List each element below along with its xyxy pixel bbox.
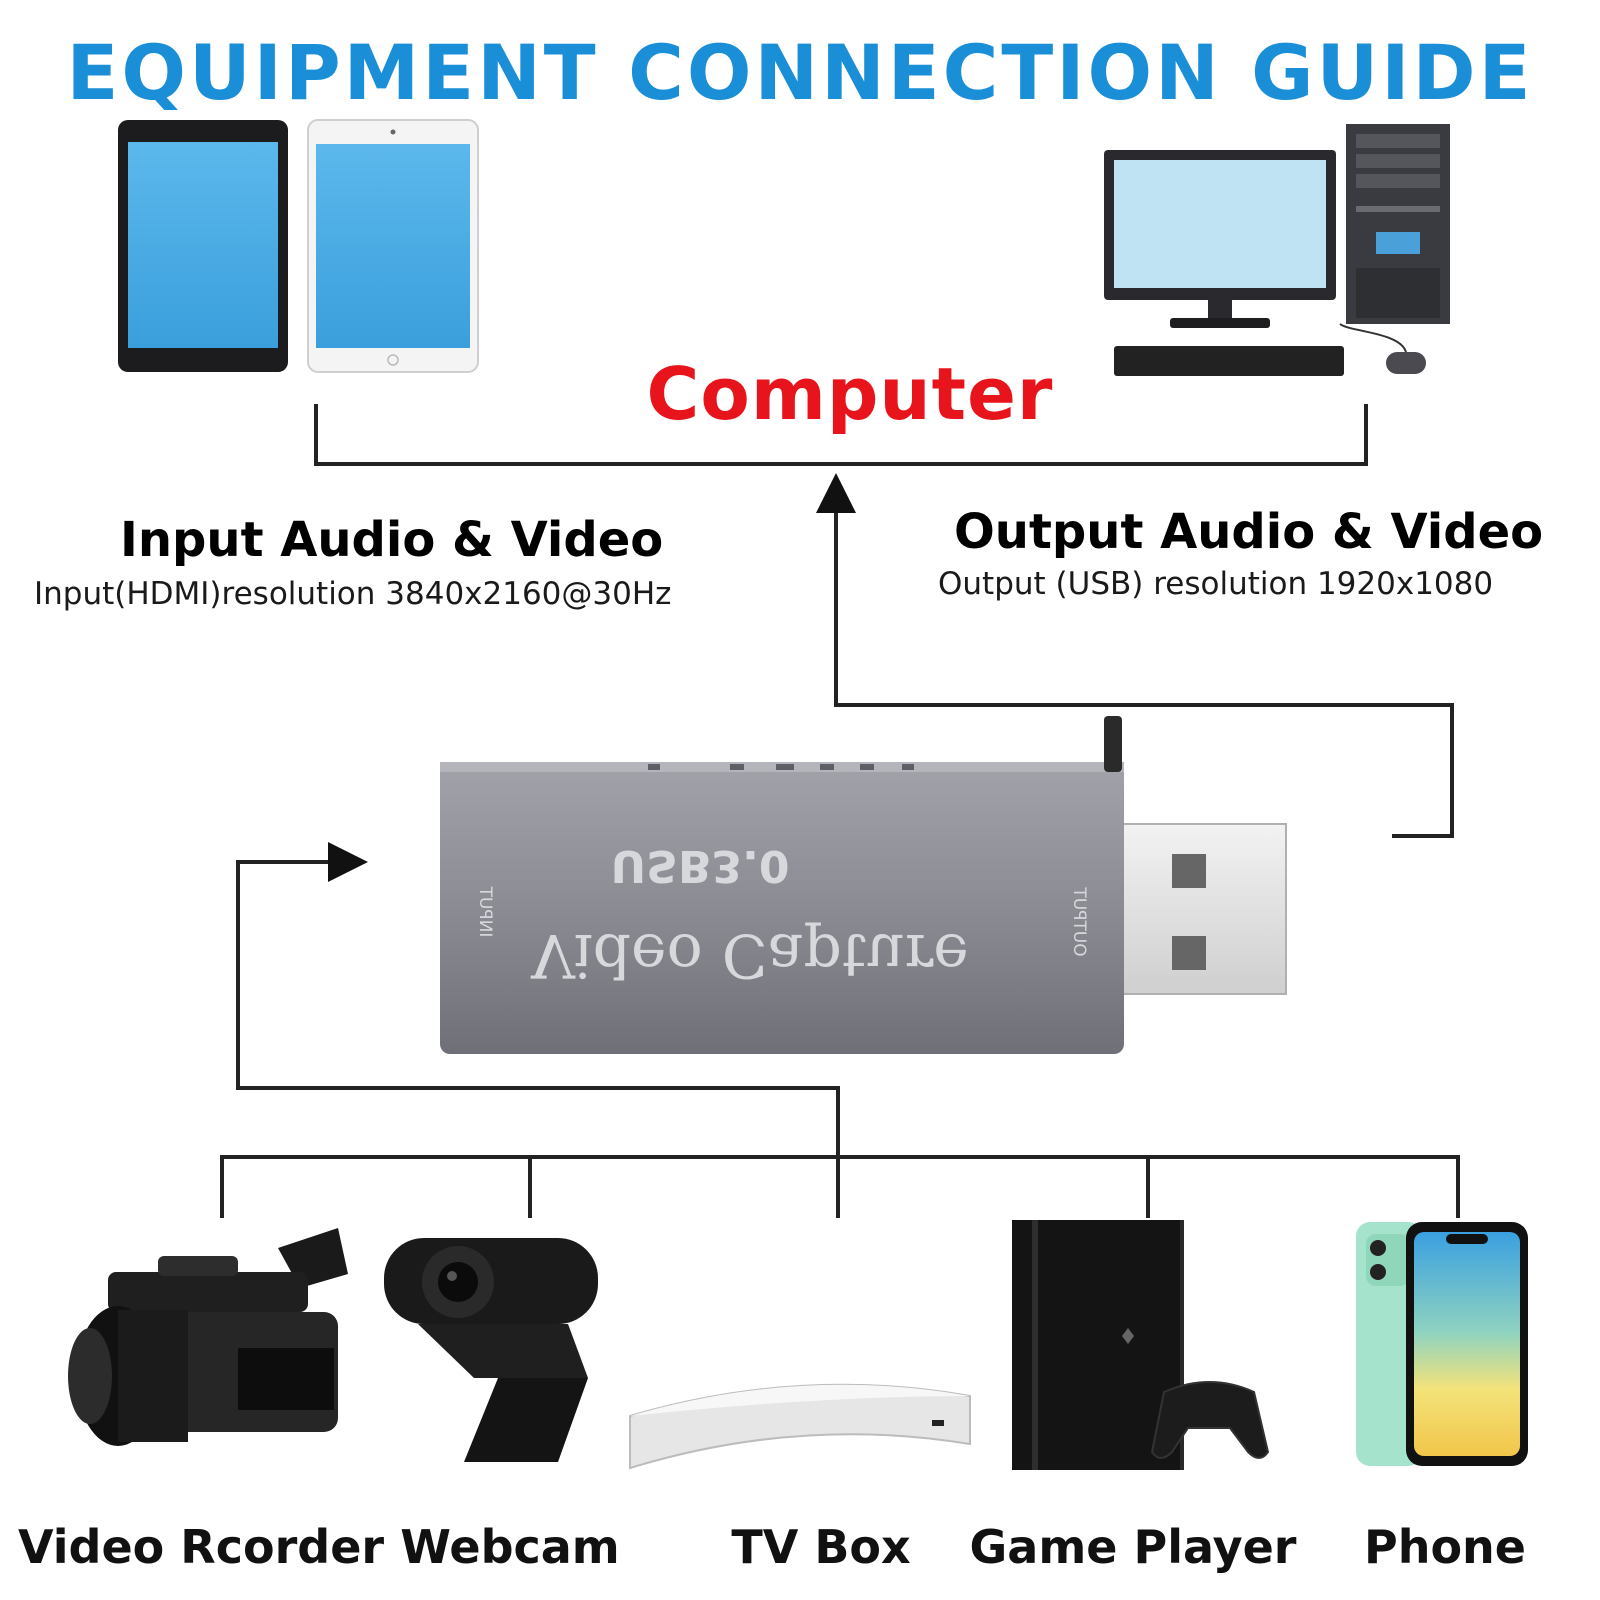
page-title: EQUIPMENT CONNECTION GUIDE [66,28,1534,117]
computer-label: Computer [646,352,1054,436]
source-label-phone: Phone [1363,1520,1526,1574]
phone-icon [1356,1222,1528,1466]
tv-box-icon [629,1383,971,1470]
tablet-icon [118,119,479,373]
input-line [236,860,840,1218]
output-detail: Output (USB) resolution 1920x1080 [938,566,1494,602]
input-detail: Input(HDMI)resolution 3840x2160@30Hz [34,576,672,612]
device-input-port-label: INPUT [475,886,495,938]
device-output-port-label: OUTPUT [1069,887,1089,957]
source-label-webcam: Webcam [400,1520,620,1574]
input-heading: Input Audio & Video [120,512,664,568]
source-label-tv-box: TV Box [731,1520,911,1574]
arrow-up-icon [816,473,856,513]
device-name-text: Video Capture [531,920,969,990]
arrow-right-icon [328,842,368,882]
source-label-video-recorder: Video Rcorder [18,1520,385,1574]
video-camera-icon [68,1228,348,1446]
output-line [834,505,1454,838]
output-heading: Output Audio & Video [954,504,1544,560]
source-bus [220,1155,1460,1218]
device-brand-text: USB3.0 [610,840,790,891]
capture-device-icon [440,716,1287,1054]
game-console-icon [1012,1220,1270,1470]
webcam-icon [384,1238,598,1462]
desktop-computer-icon [1104,124,1450,376]
source-label-game-player: Game Player [969,1520,1297,1574]
computer-bracket [314,404,1368,466]
